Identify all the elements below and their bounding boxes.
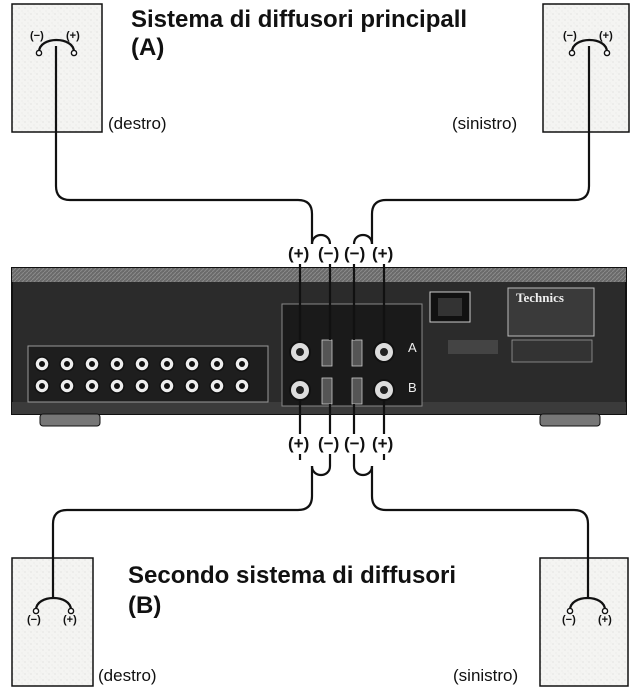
amp-bottom-polarity-2: (−) [318,434,339,454]
main-system-title: Sistema di diffusori principall [131,6,467,34]
rca-jack-center [64,383,70,389]
amplifier-rear-panel [12,256,626,460]
second-left-label: (sinistro) [453,666,518,686]
rca-jack-center [214,361,220,367]
rca-jack-center [139,383,145,389]
amp-bottom-polarity-3: (−) [344,434,365,454]
rca-jack-center [214,383,220,389]
rca-jack-center [189,361,195,367]
foot-left [40,414,100,426]
amp-top-polarity-1: (+) [288,244,309,264]
input-jacks-block [28,346,268,402]
speaker-minus-label: (−) [562,614,576,626]
amp-bottom-polarity-1: (+) [288,434,309,454]
speaker-minus-label: (−) [30,30,44,42]
main-right-label: (destro) [108,114,167,134]
rca-jack-center [239,383,245,389]
second-system-subtitle: (B) [128,592,161,620]
foot-right [540,414,600,426]
amp-top-polarity-2: (−) [318,244,339,264]
brand-logo: Technics [516,290,564,306]
rca-jack-center [89,383,95,389]
rca-jack-center [139,361,145,367]
rca-jack-center [114,383,120,389]
terminal-a-label: A [408,340,417,355]
amp-top-polarity-4: (+) [372,244,393,264]
speaker-plus-label: (+) [66,30,80,42]
rca-jack-center [114,361,120,367]
second-system-title: Secondo sistema di diffusori [128,562,456,590]
speaker-plus-label: (+) [63,614,77,626]
speaker-minus-label: (−) [563,30,577,42]
terminal-b-label: B [408,380,417,395]
main-left-label: (sinistro) [452,114,517,134]
amp-top-polarity-3: (−) [344,244,365,264]
main-system-subtitle: (A) [131,34,164,62]
rca-jack-center [164,383,170,389]
rca-jack-center [239,361,245,367]
rca-jack-center [39,361,45,367]
second-right-label: (destro) [98,666,157,686]
speaker-minus-label: (−) [27,614,41,626]
rca-jack-center [89,361,95,367]
rca-jack-center [189,383,195,389]
speaker-plus-label: (+) [599,30,613,42]
rca-jack-center [39,383,45,389]
amp-bottom-polarity-4: (+) [372,434,393,454]
speaker-plus-label: (+) [598,614,612,626]
rca-jack-center [64,361,70,367]
rca-jack-center [164,361,170,367]
